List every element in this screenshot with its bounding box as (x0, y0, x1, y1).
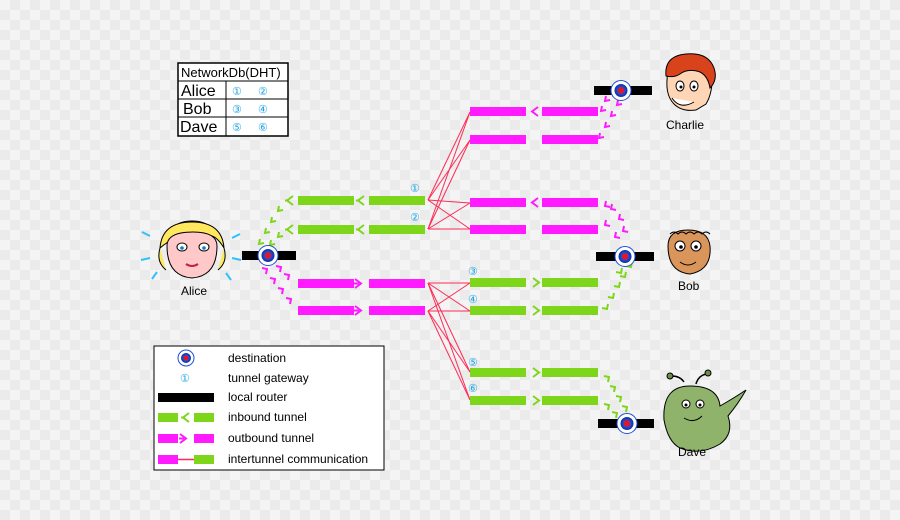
legend-inbound-tunnel: inbound tunnel (158, 410, 307, 424)
charlie-outbound-tunnel-2 (470, 135, 598, 144)
alice-inbound-tunnel-2 (285, 224, 425, 235)
destination-icon (181, 353, 191, 363)
alice-destination-icon (261, 249, 275, 262)
charlie-router (594, 80, 652, 101)
alice-outbound-tunnel-2 (298, 305, 425, 316)
legend-local-router: local router (158, 390, 287, 404)
dave-destination-icon (620, 417, 634, 430)
bob-inbound-hops (601, 261, 633, 311)
bob-label: Bob (678, 279, 700, 293)
dave-inbound-tunnel-2 (470, 395, 598, 406)
intertunnel-links (427, 111, 471, 401)
legend-destination: destination (177, 349, 286, 367)
dave-inbound-hops (603, 375, 629, 419)
gateway-5: ⑤ (468, 357, 478, 369)
dht-row-bob-name: Bob (183, 101, 212, 118)
bob-router (596, 246, 654, 267)
dht-row-dave-id-1: ⑤ (232, 122, 242, 134)
legend-tunnel-gateway-label: tunnel gateway (228, 371, 309, 385)
bob-destination-icon (618, 250, 632, 263)
dht-row-alice-id-2: ② (258, 86, 268, 98)
charlie-avatar (665, 53, 716, 111)
dht-row-dave-name: Dave (180, 119, 217, 136)
gateway-1: ① (410, 183, 420, 195)
legend-outbound-tunnel-label: outbound tunnel (228, 431, 314, 445)
charlie-hops (597, 95, 623, 140)
tunnel-gateway-labels: ① ② ③ ④ ⑤ ⑥ (410, 183, 478, 395)
alice-label: Alice (181, 284, 207, 298)
legend-intertunnel-label: intertunnel communication (228, 452, 368, 466)
charlie-label: Charlie (666, 118, 704, 132)
dave-router (598, 413, 654, 434)
bob-inbound-tunnel-1 (470, 277, 598, 288)
alice-inbound-tunnel-1 (285, 195, 425, 206)
dht-row-alice-id-1: ① (232, 86, 242, 98)
bob-outbound-tunnel-1 (470, 197, 598, 208)
alice-avatar (140, 220, 242, 281)
dave-inbound-tunnel-1 (470, 367, 598, 378)
alice-router (242, 245, 296, 266)
dht-row-bob-id-1: ③ (232, 104, 242, 116)
gateway-2: ② (410, 212, 420, 224)
charlie-outbound-tunnel-1 (470, 106, 598, 117)
legend: destination ① tunnel gateway local route… (153, 345, 385, 471)
alice-outbound-hops (261, 265, 293, 305)
legend-local-router-label: local router (228, 390, 287, 404)
dht-row-alice-name: Alice (181, 83, 216, 100)
bob-inbound-tunnel-2 (470, 305, 598, 316)
gateway-6: ⑥ (468, 383, 478, 395)
legend-destination-label: destination (228, 351, 286, 365)
charlie-destination-icon (614, 84, 628, 97)
dht-row-bob-id-2: ④ (258, 104, 268, 116)
dht-table: NetworkDb(DHT) Alice ① ② Bob ③ ④ Dave ⑤ … (177, 62, 289, 137)
dht-row-dave-id-2: ⑥ (258, 122, 268, 134)
legend-gateway-symbol: ① (180, 373, 190, 385)
bob-outbound-tunnel-2 (470, 225, 598, 234)
dht-title: NetworkDb(DHT) (181, 65, 281, 80)
alice-outbound-tunnel-1 (298, 278, 425, 289)
bob-outbound-hops (603, 200, 629, 239)
dave-avatar (663, 369, 747, 452)
alice-inbound-hops (257, 205, 284, 247)
bob-avatar (667, 229, 711, 275)
legend-tunnel-gateway: ① tunnel gateway (180, 371, 309, 385)
gateway-3: ③ (468, 266, 478, 278)
legend-inbound-tunnel-label: inbound tunnel (228, 410, 307, 424)
dave-label: Dave (678, 445, 706, 459)
gateway-4: ④ (468, 294, 478, 306)
legend-outbound-tunnel: outbound tunnel (158, 431, 314, 445)
legend-intertunnel: intertunnel communication (158, 452, 368, 466)
